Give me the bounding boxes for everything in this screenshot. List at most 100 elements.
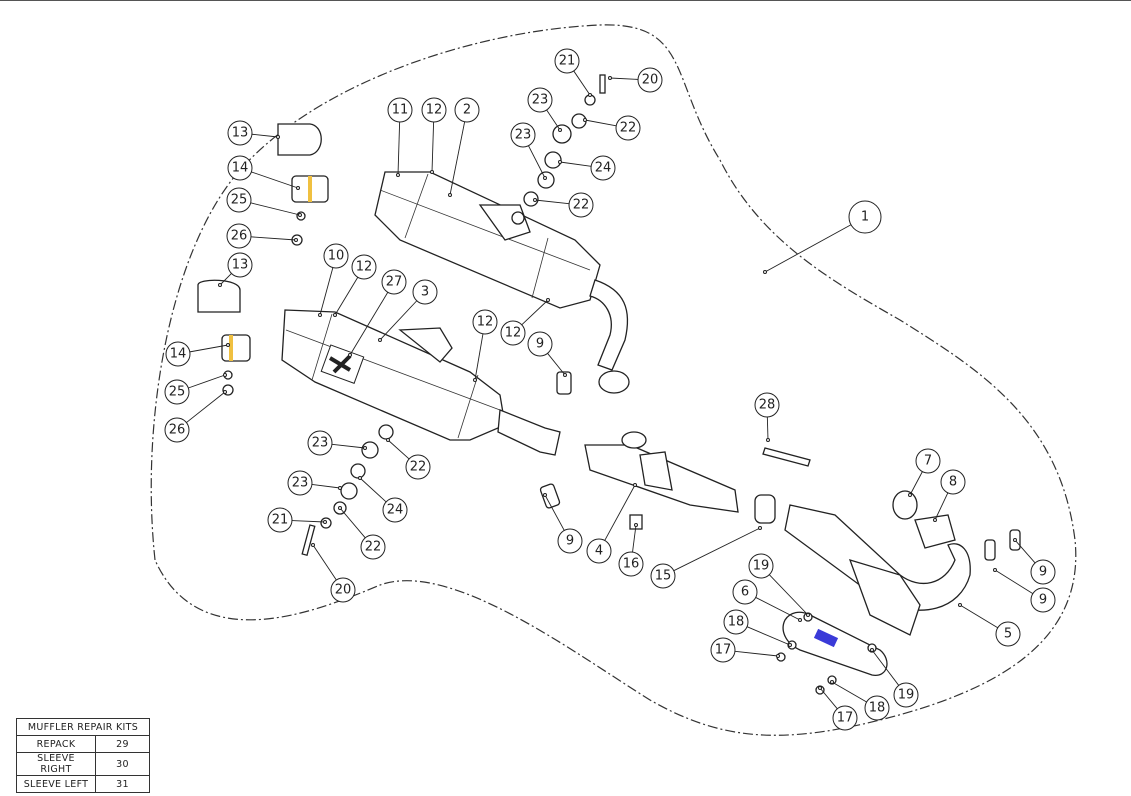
callout-number: 13 [232,126,249,141]
callout-circle [164,417,190,443]
leader-dot [1013,538,1017,542]
callout-number: 26 [231,229,248,244]
leader-dot [634,523,638,527]
callout-12: 12 [500,298,550,346]
callout-2: 2 [448,97,480,197]
callout-circle [387,97,413,123]
leader-dot [776,654,780,658]
callout-13: 13 [227,120,280,146]
leader-line [431,121,435,173]
callout-number: 2 [463,103,471,118]
callout-23: 23 [287,470,342,496]
callout-circle [287,470,313,496]
callout-number: 23 [312,436,329,451]
callout-circle [226,223,252,249]
leader-dot [958,603,962,607]
leader-dot [908,493,912,497]
leader-line [959,604,998,629]
callout-circle [351,254,377,280]
callout-circle [381,269,407,295]
callout-number: 9 [1039,593,1047,608]
callout-number: 3 [421,285,429,300]
callout-circle [226,187,252,213]
callout-circle [421,97,447,123]
callout-number: 18 [728,615,745,630]
leader-dot [543,176,547,180]
kit-name: SLEEVE LEFT [16,775,96,793]
leader-line [349,292,389,356]
leader-dot [223,373,227,377]
leader-line [766,416,769,441]
callout-23: 23 [527,87,562,132]
callout-number: 1 [861,210,869,225]
leader-dot [563,373,567,377]
callout-4: 4 [586,483,637,564]
leader-dot [386,438,390,442]
leader-line [534,199,570,205]
callout-circle [267,507,293,533]
callout-number: 27 [386,275,403,290]
link-pipe-4 [584,431,739,513]
callout-23: 23 [307,430,367,456]
leader-dot [348,353,352,357]
callout-circle [615,115,641,141]
leader-dot [298,213,302,217]
callout-circle [1030,559,1056,585]
sleeve-ring-lower [229,335,233,361]
callout-7: 7 [908,448,941,497]
callout-circle [732,579,758,605]
callout-number: 22 [365,540,382,555]
callout-1: 1 [763,200,882,274]
callout-17: 17 [818,686,858,731]
callout-circle [227,155,253,181]
leader-dot [311,543,315,547]
leader-dot [558,160,562,164]
leader-dot [226,343,230,347]
callout-20: 20 [608,67,663,93]
callout-21: 21 [267,507,327,533]
leader-line [334,277,359,316]
upper-muffler [374,171,630,394]
leader-line [449,121,466,196]
callout-circle [915,448,941,474]
leader-line [764,224,852,273]
leader-dot [806,613,810,617]
leader-line [609,77,639,80]
callout-number: 9 [1039,565,1047,580]
callout-22: 22 [338,506,386,560]
callout-number: 19 [898,688,915,703]
callout-19: 19 [870,648,919,708]
leader-line [251,171,299,189]
leader-line [573,70,591,96]
callout-circle [568,192,594,218]
callout-24: 24 [358,476,408,523]
callout-number: 7 [924,454,932,469]
leader-line [871,649,900,686]
sleeve-14-lower [221,334,251,362]
callout-circle [723,609,749,635]
callout-number: 22 [573,198,590,213]
callout-circle [848,200,882,234]
callout-26: 26 [226,223,298,249]
callout-number: 14 [170,347,187,362]
callout-17: 17 [710,637,780,663]
callout-10: 10 [318,243,349,317]
callout-number: 23 [532,93,549,108]
callout-circle [227,120,253,146]
leader-line [734,650,779,657]
leader-line [934,492,949,521]
callout-circle [527,331,553,357]
leader-dot [588,93,592,97]
callout-circle [864,695,890,721]
callout-circle [557,528,583,554]
callout-14: 14 [165,341,230,367]
leader-line [251,133,279,138]
leader-dot [543,493,547,497]
callout-26: 26 [164,390,227,443]
callout-circle [1030,587,1056,613]
leader-dot [363,446,367,450]
callout-5: 5 [958,603,1021,647]
